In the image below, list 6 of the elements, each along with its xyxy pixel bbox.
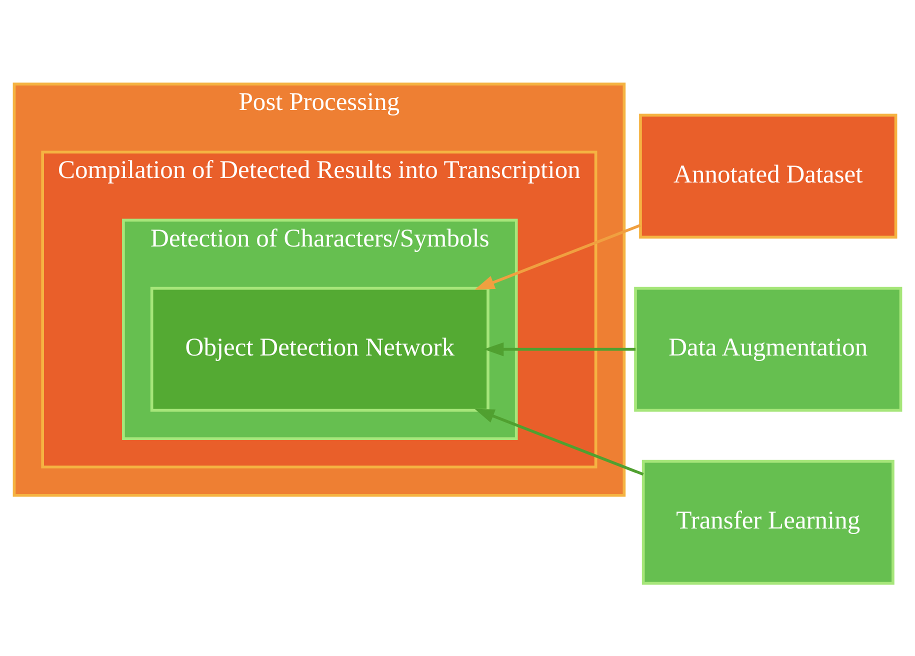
node-box: Transfer Learning xyxy=(642,460,894,585)
node-box: Data Augmentation xyxy=(634,286,902,412)
arrow xyxy=(474,224,641,290)
arrow xyxy=(484,342,636,356)
node-box: Annotated Dataset xyxy=(639,114,898,239)
node-box: Object Detection Network xyxy=(150,286,490,412)
